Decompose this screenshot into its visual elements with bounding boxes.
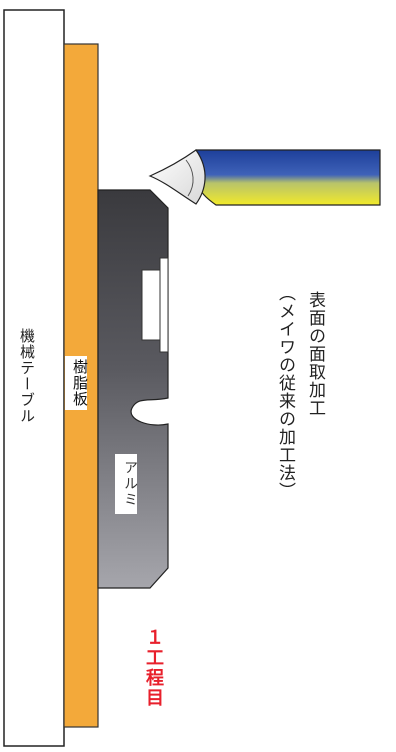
aluminum-slot-rim bbox=[159, 257, 169, 353]
machine-table bbox=[3, 9, 65, 747]
aluminum-label: アルミ bbox=[115, 454, 138, 514]
step-label: １工程目 bbox=[143, 628, 164, 708]
aluminum-workpiece bbox=[97, 189, 169, 589]
machine-table-label: 機械テーブル bbox=[18, 328, 36, 424]
chamfer-tool-flute bbox=[185, 159, 194, 197]
process-title: 表面の面取加工 bbox=[305, 291, 325, 417]
process-subtitle: （メイワの従来の加工法） bbox=[275, 284, 295, 500]
chamfer-tool-tip bbox=[148, 149, 206, 205]
chamfer-tool-body bbox=[195, 149, 381, 206]
aluminum-slot bbox=[141, 269, 161, 341]
resin-plate-label: 樹脂板 bbox=[65, 356, 89, 410]
